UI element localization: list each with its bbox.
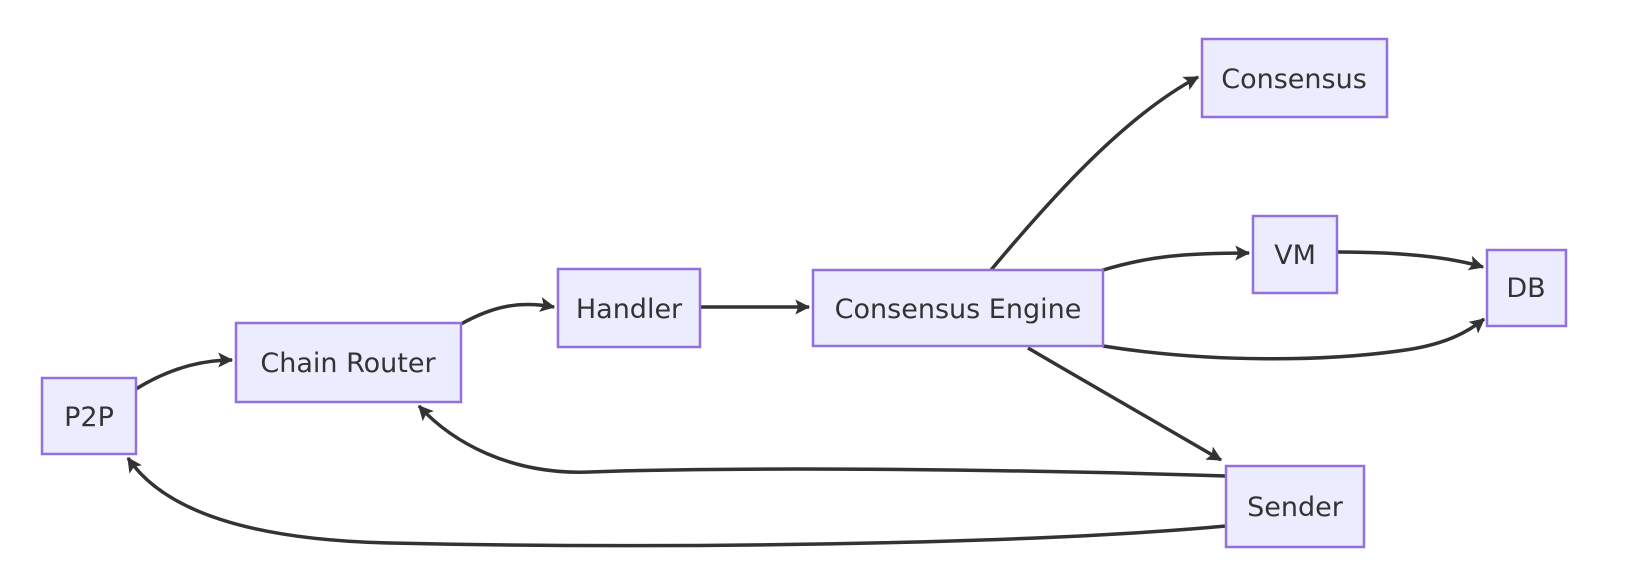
node-consensus-label: Consensus xyxy=(1221,64,1367,95)
edge-consensus-engine-to-db xyxy=(1102,317,1486,361)
node-chain-router-box xyxy=(234,321,463,404)
edge-sender-to-p2p xyxy=(126,456,1227,548)
edge-consensus-engine-to-vm xyxy=(1099,245,1251,273)
edge-consensus-engine-to-sender xyxy=(1027,346,1223,462)
node-vm-label: VM xyxy=(1274,240,1316,271)
node-sender-box xyxy=(1224,464,1366,549)
edge-vm-to-db xyxy=(1336,250,1485,271)
node-vm: VM xyxy=(1251,214,1339,295)
node-consensus-engine-label: Consensus Engine xyxy=(835,294,1082,325)
node-p2p: P2P xyxy=(40,376,138,456)
node-sender-label: Sender xyxy=(1247,492,1344,523)
edge-layer xyxy=(126,75,1486,548)
node-db-box xyxy=(1485,248,1568,328)
node-db: DB xyxy=(1485,248,1568,328)
node-consensus-engine: Consensus Engine xyxy=(811,268,1105,348)
node-vm-box xyxy=(1251,214,1339,295)
node-handler: Handler xyxy=(556,267,702,349)
node-layer: P2P Chain Router Handler Consensus Engin… xyxy=(40,37,1568,549)
edge-consensus-engine-to-consensus xyxy=(989,75,1200,272)
node-handler-label: Handler xyxy=(576,294,683,325)
node-db-label: DB xyxy=(1506,273,1545,304)
node-p2p-box xyxy=(40,376,138,456)
edge-chain-router-to-handler xyxy=(460,297,556,326)
node-sender: Sender xyxy=(1224,464,1366,549)
node-chain-router: Chain Router xyxy=(234,321,463,404)
node-p2p-label: P2P xyxy=(64,402,114,433)
node-chain-router-label: Chain Router xyxy=(260,348,436,379)
node-consensus: Consensus xyxy=(1200,37,1389,119)
edge-sender-to-chain-router xyxy=(417,404,1227,478)
node-consensus-box xyxy=(1200,37,1389,119)
edge-p2p-to-chain-router xyxy=(135,352,234,391)
node-consensus-engine-box xyxy=(811,268,1105,348)
node-handler-box xyxy=(556,267,702,349)
